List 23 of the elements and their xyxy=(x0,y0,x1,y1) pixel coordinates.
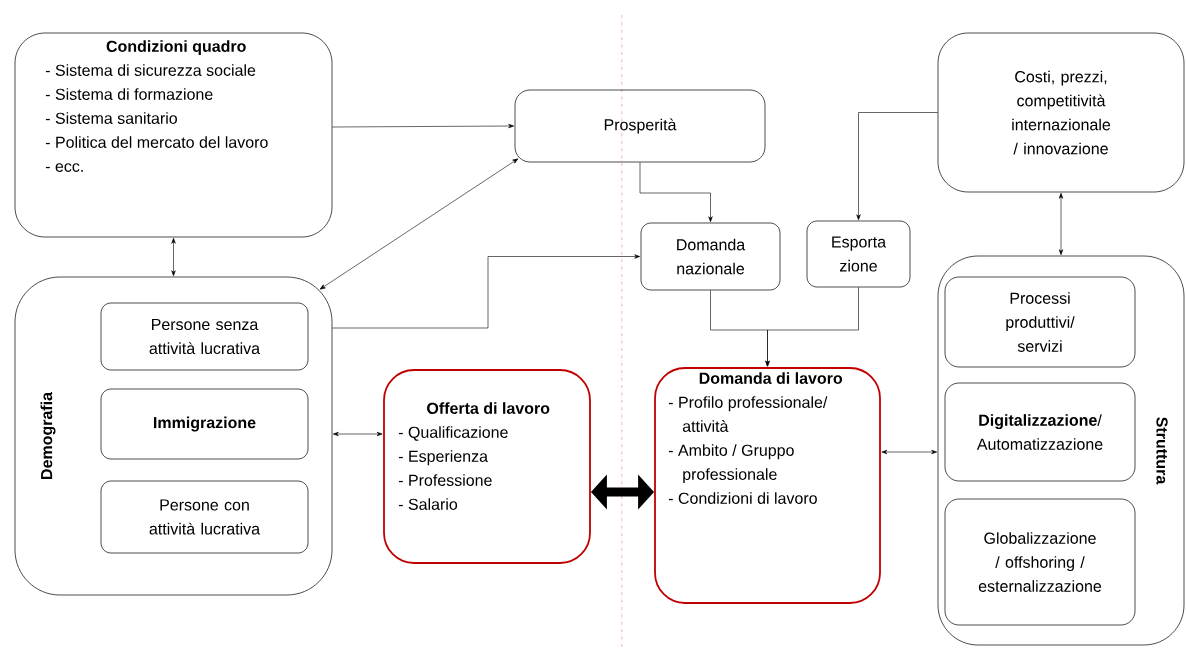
rounded-box: Domanda nazionale xyxy=(640,222,781,291)
highlighted-box: Domanda di lavoro - Profilo professionale/ attività - Ambito / Gruppo professionale - Condizioni di lavoro xyxy=(654,367,881,604)
rounded-box: Processi produttivi/ servizi xyxy=(944,276,1136,368)
arrow xyxy=(765,287,859,367)
rounded-box: Persone senza attività lucrativa xyxy=(100,302,309,371)
arrow xyxy=(319,158,519,290)
arrow xyxy=(639,162,713,223)
framework-box: Condizioni quadro - Sistema di sicurezza sociale - Sistema di formazione - Sistema sanitario - Politica del mercato del lavoro - ecc. xyxy=(14,32,333,238)
arrow xyxy=(332,431,383,437)
arrow xyxy=(1058,192,1064,256)
rounded-box: Persone con attività lucrativa xyxy=(100,480,309,554)
rounded-box: Digitalizzazione/ Automatizzazione xyxy=(944,382,1136,482)
rounded-box: Prosperità xyxy=(514,89,766,163)
arrow xyxy=(856,112,938,221)
rounded-box: Esporta zione xyxy=(806,220,911,288)
arrow xyxy=(881,449,938,455)
rounded-box: Immigrazione xyxy=(100,388,309,460)
arrow xyxy=(332,123,515,129)
arrow xyxy=(332,254,641,329)
highlighted-box: Offerta di lavoro - Qualificazione - Esperienza - Professione - Salario xyxy=(383,369,591,564)
arrow xyxy=(171,237,176,277)
rounded-box: Globalizzazione / offshoring / esternalizzazione xyxy=(944,498,1136,626)
rounded-box: Costi, prezzi, competitività internazionale / innovazione xyxy=(937,32,1185,193)
